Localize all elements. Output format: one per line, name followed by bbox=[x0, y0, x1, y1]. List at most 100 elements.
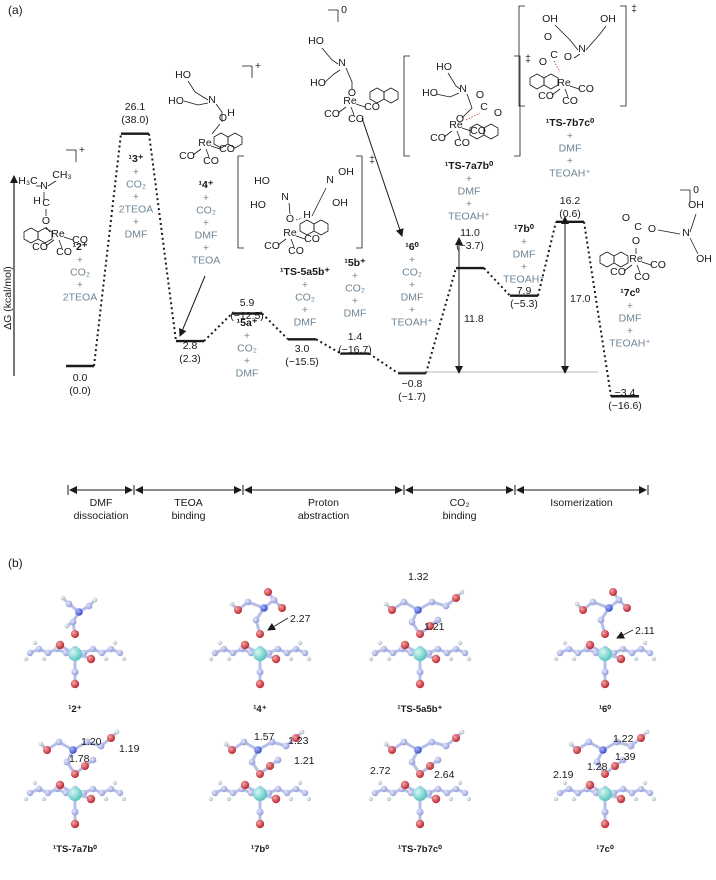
mol-5-co-o bbox=[255, 819, 265, 829]
mol-1-lig-atom-5 bbox=[270, 596, 278, 604]
s7c-o1: O bbox=[622, 212, 630, 224]
s6-ho2: HO bbox=[310, 77, 326, 89]
y-axis-label: ΔG (kcal/mol) bbox=[2, 266, 14, 330]
ts7b-bond-co1 bbox=[551, 88, 561, 96]
additive-3-3: 2TEOA bbox=[119, 204, 153, 216]
mol-3-lig-atom-4 bbox=[579, 606, 587, 614]
ts7b-bond-co3 bbox=[569, 85, 580, 90]
mol-7-co-c bbox=[601, 808, 609, 816]
s7c-co-1: CO bbox=[610, 266, 626, 278]
mol-7-ring-h-9 bbox=[642, 780, 648, 786]
mol-4-dist-2: 1.78 bbox=[69, 753, 90, 765]
mol-1-ring-h-8 bbox=[288, 656, 294, 662]
mol-4-lig-atom-8 bbox=[81, 762, 89, 770]
ts5-n2: N bbox=[326, 174, 334, 186]
mol-1-lig-atom-3 bbox=[244, 598, 252, 606]
energy-paren-ts5: (−15.5) bbox=[285, 356, 319, 368]
mol-5-lig-atom-7 bbox=[292, 734, 300, 742]
ts7b-oh2: OH bbox=[600, 13, 616, 25]
mol-6-ring-atom-8 bbox=[443, 789, 451, 797]
s4-b4 bbox=[211, 123, 221, 135]
mol-6-ring-atom-7 bbox=[434, 785, 442, 793]
energy-paren-5a: (−12.5) bbox=[230, 310, 264, 322]
ts7a-co-3: CO bbox=[470, 125, 486, 137]
mol-3-lig-atom-1 bbox=[597, 616, 605, 624]
s6-b1 bbox=[321, 47, 339, 65]
mol-1-ring-h-2 bbox=[226, 656, 232, 662]
s4-charge: + bbox=[255, 60, 261, 72]
energy-7b: 7.9 bbox=[517, 285, 532, 297]
additive-7c-0: + bbox=[627, 300, 633, 312]
ts7b-co-2: CO bbox=[562, 95, 578, 107]
mol-0-lig-atom-5 bbox=[60, 595, 66, 601]
mol-5-ring-h-1 bbox=[217, 780, 223, 786]
pointer-arrow-6 bbox=[361, 117, 404, 237]
species-labels: 0.0(0.0)26.1(38.0)2.8(2.3)5.9(−12.5)3.0(… bbox=[63, 101, 652, 412]
s7c-oh1: OH bbox=[688, 199, 704, 211]
mol-5-lig-atom-11 bbox=[299, 729, 305, 735]
mol-2-lig-atom-9 bbox=[434, 616, 442, 624]
s4-bond-co1 bbox=[192, 148, 202, 156]
ts7b-b4 bbox=[553, 60, 561, 73]
s4-b3 bbox=[215, 103, 223, 122]
additive-ts7a-1: DMF bbox=[458, 186, 481, 198]
additive-ts5-2: + bbox=[302, 304, 308, 316]
mol-3-lig-atom-0 bbox=[601, 630, 609, 638]
s6-ho1: HO bbox=[308, 35, 324, 47]
mol-7-lig-atom-0 bbox=[601, 770, 609, 778]
mol-6-ring-h-2 bbox=[386, 796, 392, 802]
mol-7-eq-o-1 bbox=[585, 780, 595, 790]
mol-6-ring-atom-0 bbox=[371, 789, 379, 797]
mol-4-lig-atom-5 bbox=[83, 738, 91, 746]
s4-n: N bbox=[208, 94, 216, 106]
s2-ch3: CH₃ bbox=[52, 169, 71, 181]
ts5-bracket-left bbox=[237, 155, 244, 249]
ts5-bond-co3 bbox=[295, 235, 306, 240]
s6-b2 bbox=[323, 69, 341, 84]
connector-5b-6 bbox=[368, 352, 399, 374]
ts5-hb bbox=[295, 217, 303, 221]
additive-6-0: + bbox=[409, 254, 415, 266]
mol-7-ring-h-0 bbox=[553, 796, 559, 802]
connector-2-3 bbox=[93, 133, 122, 367]
mol-4-lig-atom-9 bbox=[89, 756, 97, 764]
mol-2-ring-atom-7 bbox=[434, 645, 442, 653]
mol-3-ring-atom-9 bbox=[637, 645, 645, 653]
mol-3-ring-h-9 bbox=[642, 640, 648, 646]
mol-3-label: ¹6⁰ bbox=[599, 704, 611, 715]
mol-7-eq-o-2 bbox=[616, 794, 626, 804]
mol-2-dist-0: 1.32 bbox=[408, 571, 429, 583]
mol-0-eq-o-2 bbox=[86, 654, 96, 664]
mol-6-co-c bbox=[416, 808, 424, 816]
mol-4-ring-h-2 bbox=[41, 796, 47, 802]
mol-4-ring-h-8 bbox=[103, 796, 109, 802]
energy-paren-2: (0.0) bbox=[69, 385, 91, 397]
mol-4-eq-o-1 bbox=[55, 780, 65, 790]
mol-3-lig-atom-7 bbox=[609, 588, 617, 596]
ts5-o: O bbox=[286, 213, 294, 225]
mol-2-ring-atom-0 bbox=[371, 649, 379, 657]
mol-7-lig-atom-4 bbox=[573, 746, 581, 754]
ts5-ho1: HO bbox=[254, 175, 270, 187]
additive-5a-3: DMF bbox=[236, 368, 259, 380]
ts7b-bond-co2 bbox=[564, 88, 569, 98]
ts7a-co-1: CO bbox=[430, 132, 446, 144]
additive-4-2: + bbox=[203, 217, 209, 229]
mol-4-lig-atom-7 bbox=[107, 734, 115, 742]
mol-6-lig-atom-5 bbox=[428, 738, 436, 746]
additive-2-0: + bbox=[77, 254, 83, 266]
mol-2-ring-h-10 bbox=[466, 656, 472, 662]
s2-co-1: CO bbox=[32, 241, 48, 253]
mol-6-lig-atom-4 bbox=[388, 746, 396, 754]
ts7a-bond-co3 bbox=[461, 127, 472, 132]
additive-ts7b-3: TEOAH⁺ bbox=[549, 168, 591, 180]
additive-ts7a-0: + bbox=[466, 173, 472, 185]
ts5-h: H bbox=[303, 209, 311, 221]
s7c-charge-corner bbox=[680, 189, 691, 202]
mol-5-eq-o-1 bbox=[240, 780, 250, 790]
mol-7-dist-0: 2.19 bbox=[553, 769, 574, 781]
energy-paren-ts7b: (0.6) bbox=[559, 208, 581, 220]
mol-1-dist-arrow-0 bbox=[267, 617, 289, 631]
